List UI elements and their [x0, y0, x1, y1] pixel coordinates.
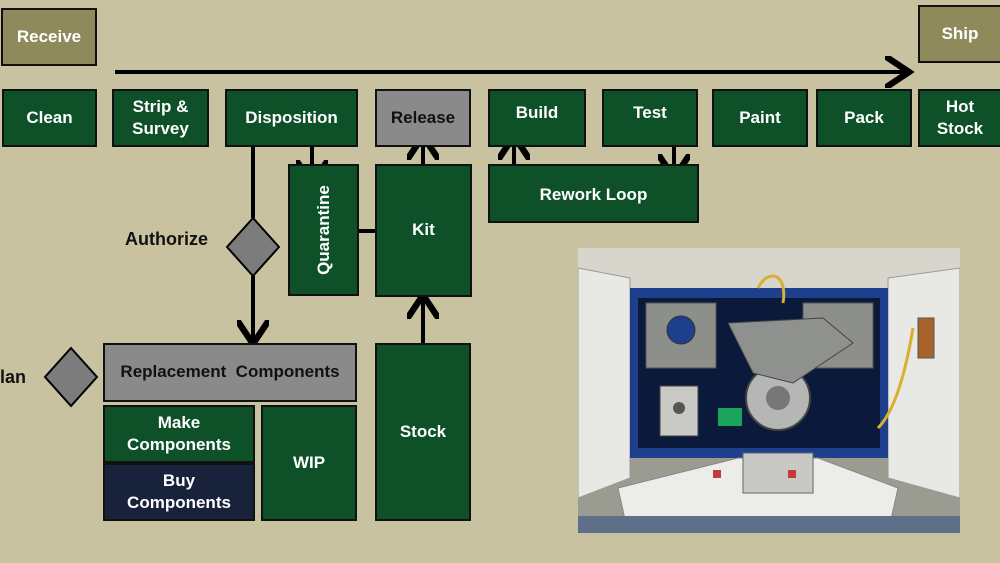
replacement-components-label: Replacement Components — [120, 362, 340, 382]
rework-loop-label: Rework Loop — [539, 185, 648, 205]
make-components-box: Make Components — [103, 405, 255, 463]
quarantine-label: Quarantine — [313, 185, 333, 275]
step-test: Test — [602, 89, 698, 147]
plan-diamond — [43, 346, 99, 408]
step-test-label: Test — [633, 102, 667, 122]
step-release: Release — [375, 89, 471, 147]
receive-label: Receive — [16, 26, 82, 46]
step-pack: Pack — [816, 89, 912, 147]
authorize-diamond — [225, 216, 281, 278]
step-pack-label: Pack — [844, 107, 884, 127]
make-components-label: Make Components — [127, 412, 231, 454]
rework-loop-box: Rework Loop — [488, 164, 699, 223]
kit-box: Kit — [375, 164, 472, 297]
buy-components-label: Buy Components — [127, 470, 231, 512]
wip-box: WIP — [261, 405, 357, 521]
step-clean-label: Clean — [26, 107, 73, 127]
stock-label: Stock — [399, 421, 447, 441]
step-paint: Paint — [712, 89, 808, 147]
step-disposition-label: Disposition — [245, 107, 338, 127]
step-strip-survey-label: Strip & Survey — [132, 96, 189, 138]
step-paint-label: Paint — [739, 107, 781, 127]
machine-photo — [578, 248, 960, 533]
ship-label: Ship — [941, 23, 979, 43]
authorize-label: Authorize — [125, 229, 208, 249]
step-build: Build — [488, 89, 586, 147]
buy-components-box: Buy Components — [103, 463, 255, 521]
kit-label: Kit — [412, 220, 435, 240]
step-build-label: Build — [515, 102, 559, 122]
step-hot-stock: Hot Stock — [918, 89, 1000, 147]
receive-box: Receive — [1, 8, 97, 66]
quarantine-box: Quarantine — [288, 164, 359, 296]
step-clean: Clean — [2, 89, 97, 147]
step-release-label: Release — [390, 107, 456, 127]
replacement-components-box: Replacement Components — [103, 343, 357, 402]
ship-box: Ship — [918, 5, 1000, 63]
wip-label: WIP — [292, 452, 326, 472]
step-disposition: Disposition — [225, 89, 358, 147]
stock-box: Stock — [375, 343, 471, 521]
step-hot-stock-label: Hot Stock — [936, 96, 984, 138]
step-strip-survey: Strip & Survey — [112, 89, 209, 147]
plan-label: lan — [0, 367, 27, 387]
